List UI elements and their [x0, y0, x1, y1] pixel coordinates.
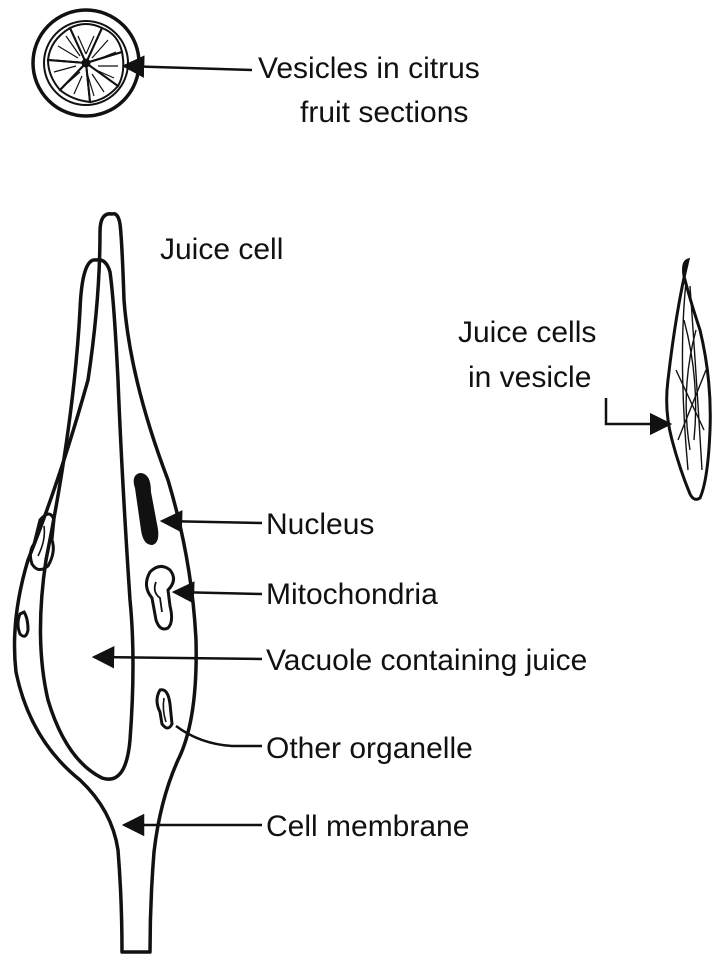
- juice-cells-pointer: [606, 398, 670, 424]
- vacuole-pointer: [94, 657, 262, 659]
- nucleus-pointer: [162, 521, 262, 523]
- mitochondria-label: Mitochondria: [266, 578, 438, 611]
- vesicles-label-line2: fruit sections: [300, 96, 468, 129]
- vesicles-label-line1: Vesicles in citrus: [258, 52, 480, 85]
- juice-cells-label-line2: in vesicle: [468, 361, 591, 394]
- vesicle-icon: [667, 260, 711, 499]
- juice-cell-label: Juice cell: [160, 233, 283, 266]
- mitochondria-pointer: [174, 592, 262, 594]
- left-organelle-lower: [18, 612, 28, 636]
- other-organelle-label: Other organelle: [266, 732, 473, 765]
- mitochondria: [146, 566, 173, 629]
- vesicles-pointer: [124, 66, 252, 70]
- citrus-section-icon: [33, 10, 139, 116]
- cell-membrane-label: Cell membrane: [266, 810, 469, 843]
- nucleus: [135, 474, 158, 544]
- vacuole-label: Vacuole containing juice: [266, 644, 587, 677]
- other-organelle: [157, 690, 172, 728]
- nucleus-label: Nucleus: [266, 508, 374, 541]
- juice-cells-label-line1: Juice cells: [458, 316, 596, 349]
